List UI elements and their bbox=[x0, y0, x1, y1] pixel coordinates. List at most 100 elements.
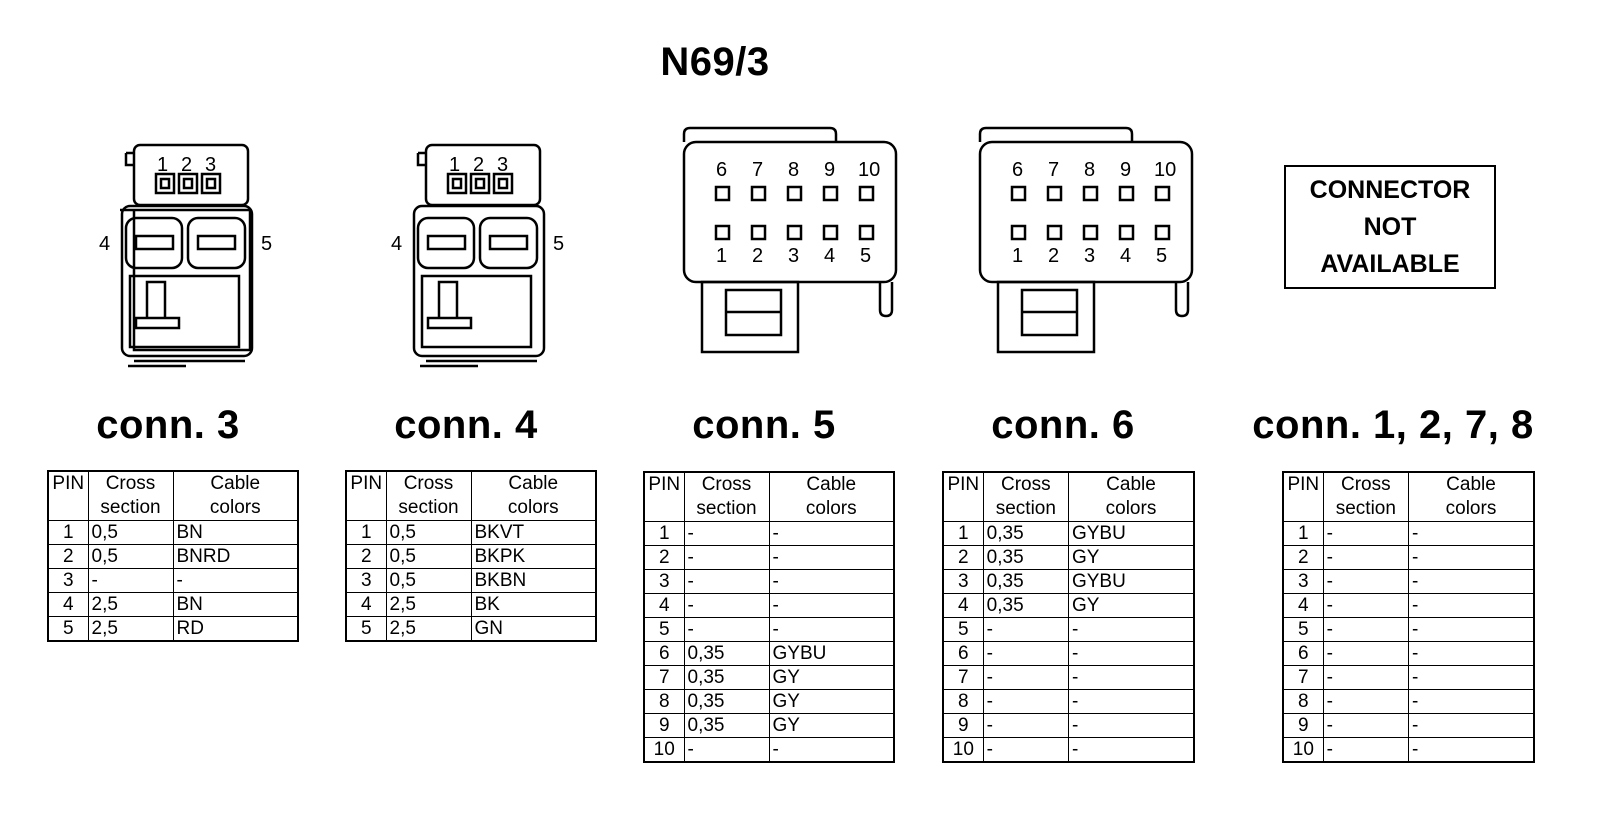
cross-section-cell: - bbox=[87, 568, 174, 593]
cross-section-cell: - bbox=[1322, 521, 1409, 546]
cable-color-cell: - bbox=[768, 737, 895, 763]
connector-not-available-box: CONNECTOR NOT AVAILABLE bbox=[1284, 165, 1496, 289]
table-row: 7-- bbox=[942, 665, 1195, 690]
cross-section-cell: 0,35 bbox=[683, 713, 770, 738]
pin-number-cell: 5 bbox=[643, 617, 685, 642]
cable-color-cell: - bbox=[768, 545, 895, 570]
cable-color-cell: GY bbox=[1067, 593, 1195, 618]
connector-5-drawing: 6 7 8 9 10 1 2 3 4 5 bbox=[682, 126, 898, 354]
conn5-pin-label-2: 2 bbox=[752, 245, 763, 267]
cross-section-cell: - bbox=[683, 617, 770, 642]
cable-color-cell: - bbox=[768, 569, 895, 594]
cable-color-cell: - bbox=[1407, 569, 1535, 594]
cross-section-cell: 2,5 bbox=[87, 592, 174, 617]
pin-number-cell: 10 bbox=[643, 737, 685, 763]
cable-color-cell: - bbox=[1067, 641, 1195, 666]
conn4-pin-label-1: 1 bbox=[449, 154, 460, 176]
table-row: 8-- bbox=[942, 689, 1195, 714]
table-row: 4-- bbox=[1282, 593, 1535, 618]
cross-section-cell: - bbox=[1322, 593, 1409, 618]
pin-number-cell: 4 bbox=[345, 592, 387, 617]
pin-number-cell: 3 bbox=[47, 568, 89, 593]
cross-section-cell: - bbox=[982, 665, 1069, 690]
pin-number-cell: 1 bbox=[643, 521, 685, 546]
cross-section-cell: - bbox=[982, 737, 1069, 763]
table-row: 5-- bbox=[1282, 617, 1535, 642]
cable-color-cell: - bbox=[1407, 737, 1535, 763]
conn6-pin-label-9: 9 bbox=[1120, 159, 1131, 181]
conn4-pin-label-3: 3 bbox=[497, 154, 508, 176]
cross-section-cell: 0,35 bbox=[683, 665, 770, 690]
cross-section-cell: 0,35 bbox=[982, 545, 1069, 570]
cable-color-cell: - bbox=[768, 593, 895, 618]
cable-color-cell: - bbox=[1067, 737, 1195, 763]
table-row: 6-- bbox=[942, 641, 1195, 666]
table-row: 2-- bbox=[643, 545, 895, 570]
cross-section-cell: - bbox=[1322, 665, 1409, 690]
cross-section-cell: - bbox=[982, 713, 1069, 738]
conn-3-label: conn. 3 bbox=[96, 403, 240, 447]
table-row: 10-- bbox=[643, 737, 895, 763]
cable-color-cell: - bbox=[1407, 641, 1535, 666]
table-row: 3-- bbox=[643, 569, 895, 594]
conn4-pin-label-2: 2 bbox=[473, 154, 484, 176]
cable-color-cell: BNRD bbox=[172, 544, 299, 569]
conn3-pin-label-5: 5 bbox=[261, 233, 272, 255]
cross-section-cell: - bbox=[1322, 569, 1409, 594]
pin-number-cell: 1 bbox=[47, 520, 89, 545]
connector-4-drawing: 1 2 3 4 5 bbox=[391, 143, 564, 368]
conn6-pin-label-7: 7 bbox=[1048, 159, 1059, 181]
cable-color-cell: - bbox=[1407, 665, 1535, 690]
cross-section-cell: - bbox=[1322, 737, 1409, 763]
pin-number-cell: 10 bbox=[1282, 737, 1324, 763]
conn3-pin-label-4: 4 bbox=[99, 233, 110, 255]
pin-number-cell: 9 bbox=[1282, 713, 1324, 738]
table-row: 5-- bbox=[643, 617, 895, 642]
conn6-pin-label-5: 5 bbox=[1156, 245, 1167, 267]
cross-section-cell: 2,5 bbox=[87, 616, 174, 642]
pin-number-cell: 7 bbox=[1282, 665, 1324, 690]
cable-color-cell: - bbox=[1407, 593, 1535, 618]
cable-color-cell: GYBU bbox=[768, 641, 895, 666]
pin-number-cell: 4 bbox=[47, 592, 89, 617]
conn4-pin-label-5: 5 bbox=[553, 233, 564, 255]
cable-color-cell: BK bbox=[470, 592, 597, 617]
pin-number-cell: 2 bbox=[942, 545, 984, 570]
pin-number-cell: 5 bbox=[1282, 617, 1324, 642]
table-row: 3-- bbox=[1282, 569, 1535, 594]
conn5-pin-label-7: 7 bbox=[752, 159, 763, 181]
cable-color-cell: GYBU bbox=[1067, 521, 1195, 546]
cable-color-cell: - bbox=[768, 521, 895, 546]
cross-section-cell: - bbox=[683, 521, 770, 546]
cross-section-cell: 0,35 bbox=[683, 641, 770, 666]
pin-number-cell: 2 bbox=[643, 545, 685, 570]
conn6-pin-label-10: 10 bbox=[1154, 159, 1176, 181]
conn5-pin-label-10: 10 bbox=[858, 159, 880, 181]
connector-6-drawing: 6 7 8 9 10 1 2 3 4 5 bbox=[978, 126, 1194, 354]
pin-number-cell: 6 bbox=[643, 641, 685, 666]
cross-section-cell: 0,35 bbox=[683, 689, 770, 714]
cross-section-cell: 0,5 bbox=[385, 568, 472, 593]
table-row: 10-- bbox=[942, 737, 1195, 763]
cable-color-cell: GYBU bbox=[1067, 569, 1195, 594]
table-row: 7-- bbox=[1282, 665, 1535, 690]
cable-color-cell: RD bbox=[172, 616, 299, 642]
na-line-1: CONNECTOR bbox=[1309, 175, 1471, 204]
